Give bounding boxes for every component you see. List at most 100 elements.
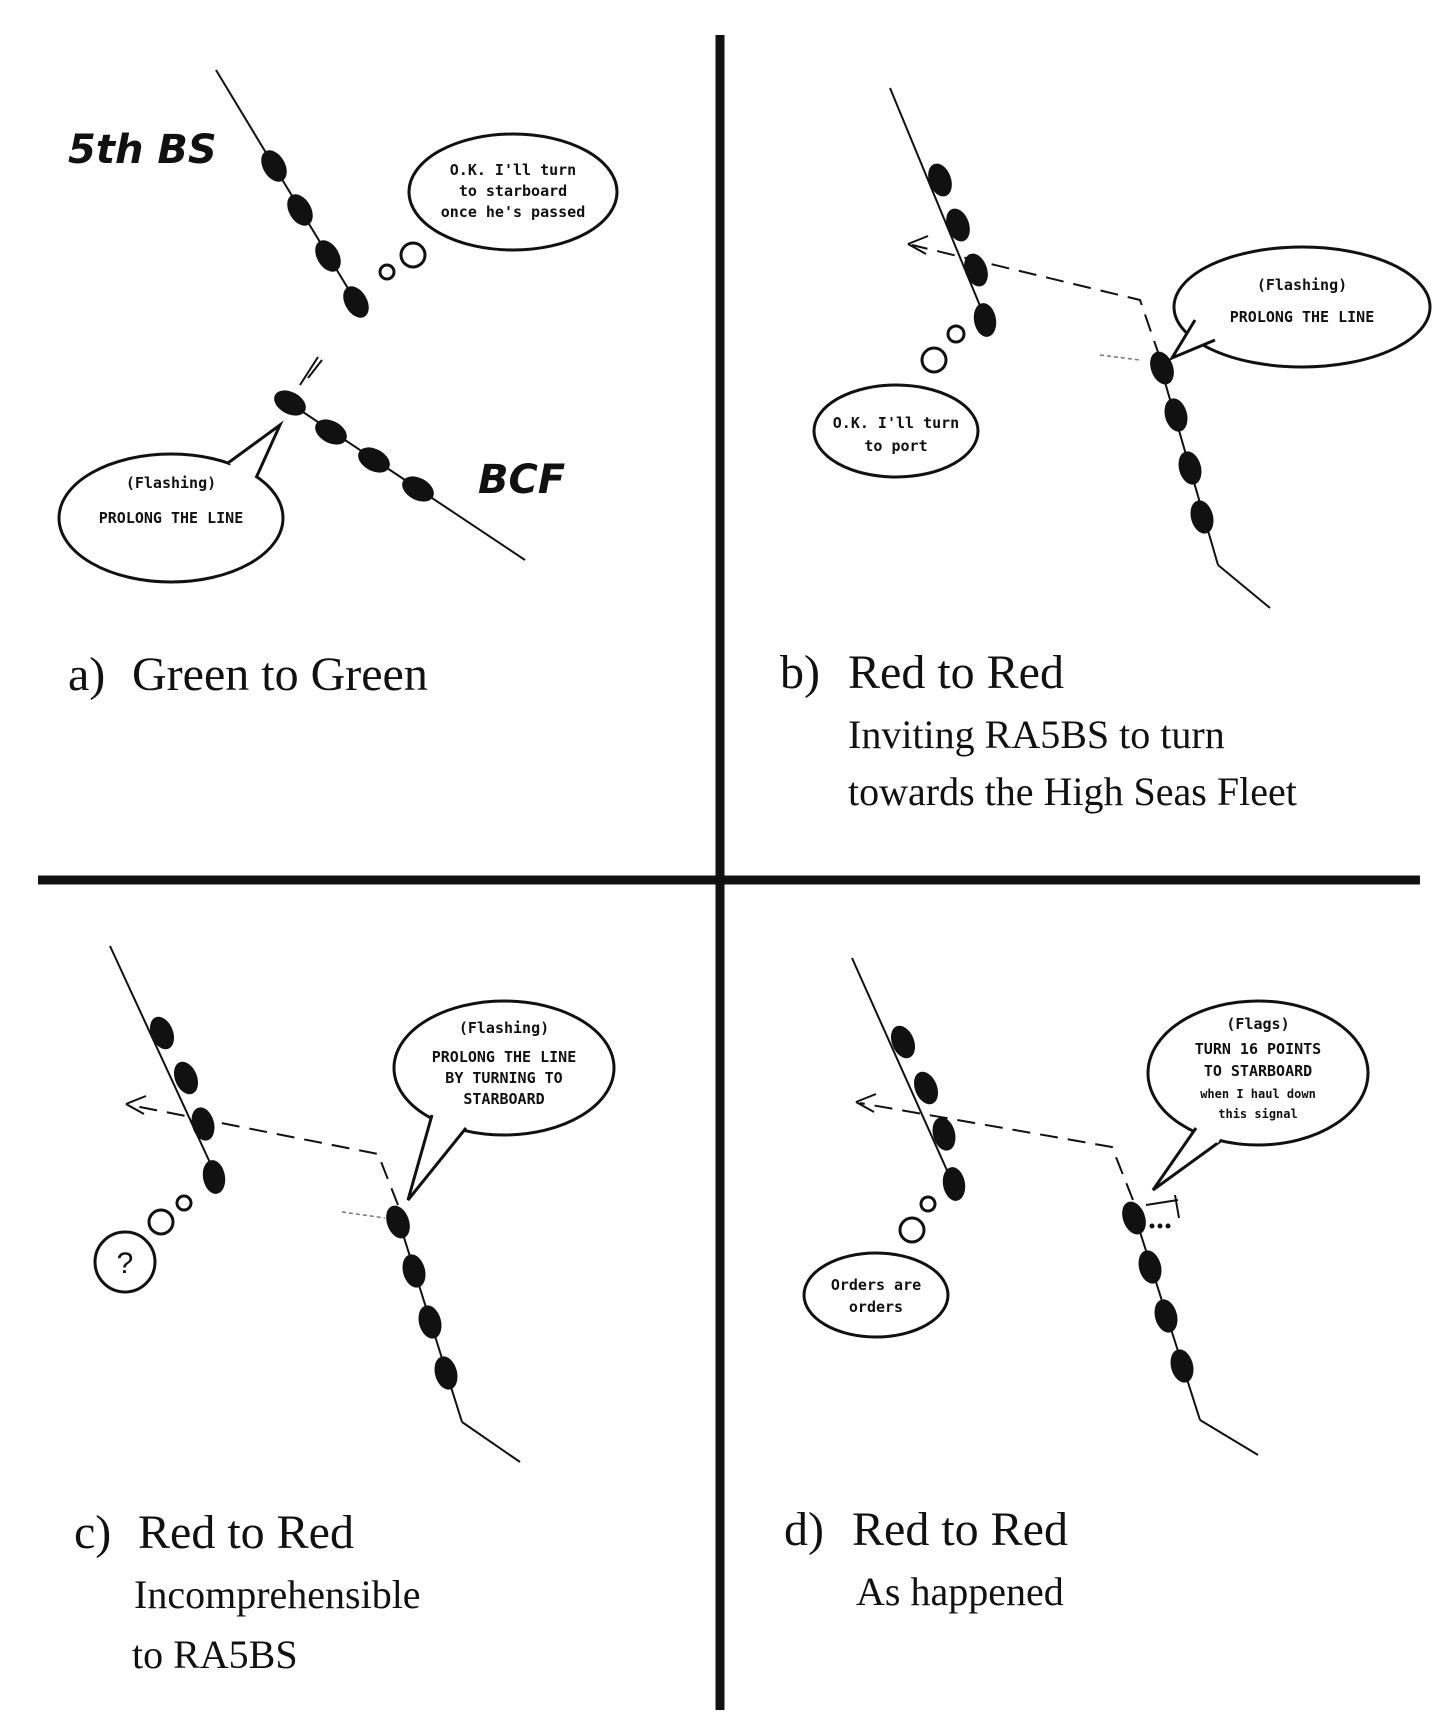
thought-line: orders xyxy=(849,1298,903,1316)
caption-sub: towards the High Seas Fleet xyxy=(848,769,1297,814)
signal-line: TURN 16 POINTS xyxy=(1195,1040,1321,1058)
caption-title: Red to Red xyxy=(848,646,1064,699)
caption-title: Red to Red xyxy=(852,1503,1068,1556)
thought-line: once he's passed xyxy=(441,203,586,221)
signal-line: TO STARBOARD xyxy=(1204,1062,1312,1080)
signal-line: PROLONG THE LINE xyxy=(1230,308,1375,326)
ship-icon xyxy=(928,163,952,197)
panel-c: (Flashing) PROLONG THE LINE BY TURNING T… xyxy=(74,945,616,1677)
ship-icon xyxy=(964,253,988,287)
thought-dot xyxy=(920,346,948,374)
thought-dot xyxy=(399,241,427,269)
squadron-label-bcf: BCF xyxy=(478,457,565,503)
thought-line: to starboard xyxy=(459,182,567,200)
thought-bubble xyxy=(93,1230,157,1294)
thought-line: Orders are xyxy=(831,1276,921,1294)
ship-icon xyxy=(173,1061,199,1095)
arrow-head xyxy=(125,1095,147,1115)
ship-icon xyxy=(913,1071,939,1105)
signal-line: (Flashing) xyxy=(1257,276,1347,294)
speech-bubble xyxy=(1172,245,1432,369)
caption-letter: c) xyxy=(74,1506,111,1559)
caption-title: Green to Green xyxy=(132,648,428,701)
thought-line: O.K. I'll turn xyxy=(833,414,959,432)
thought-dot xyxy=(378,263,396,281)
speech-bubble xyxy=(1146,999,1370,1147)
squadron-label-5thbs: 5th BS xyxy=(68,127,217,173)
ship-icon xyxy=(1190,500,1214,534)
thought-bubble xyxy=(407,132,619,252)
ship-icon xyxy=(149,1016,175,1050)
speech-tail xyxy=(406,1114,468,1201)
thought-dot xyxy=(147,1208,175,1236)
ship-icon xyxy=(973,303,997,337)
signal-line: (Flashing) xyxy=(459,1019,549,1037)
dashed-track xyxy=(859,1102,1134,1201)
thought-bubble xyxy=(812,383,980,479)
ship-icon xyxy=(315,240,341,272)
ship-icon xyxy=(1122,1201,1146,1235)
ship-icon xyxy=(191,1107,215,1141)
signal-line: PROLONG THE LINE xyxy=(432,1048,577,1066)
caption-sub: As happened xyxy=(856,1569,1064,1614)
caption-sub: Inviting RA5BS to turn xyxy=(848,712,1225,757)
ship-icon xyxy=(287,194,313,226)
thought-dot xyxy=(898,1216,926,1244)
ship-icon xyxy=(386,1205,410,1239)
dashed-track xyxy=(129,1104,399,1206)
speech-tail xyxy=(227,420,284,479)
flag-hoist-icon xyxy=(1145,1194,1180,1229)
signal-line: STARBOARD xyxy=(463,1090,544,1108)
signal-line: BY TURNING TO xyxy=(445,1069,562,1087)
ship-icon xyxy=(1150,351,1174,385)
panel-d: (Flags) TURN 16 POINTS TO STARBOARD when… xyxy=(784,957,1370,1614)
signal-line: when I haul down xyxy=(1200,1087,1316,1101)
ship-icon xyxy=(1164,398,1188,432)
ship-icon xyxy=(1170,1349,1194,1383)
ship-icon xyxy=(434,1356,458,1390)
ship-icon xyxy=(202,1160,226,1194)
ship-icon xyxy=(1178,451,1202,485)
ship-icon xyxy=(1154,1299,1178,1333)
thought-line: to port xyxy=(864,437,927,455)
caption-sub: Incomprehensible xyxy=(134,1572,421,1617)
thought-dot xyxy=(946,324,966,344)
caption-letter: d) xyxy=(784,1503,824,1556)
ship-icon xyxy=(358,447,390,473)
panel-b: (Flashing) PROLONG THE LINE O.K. I'll tu… xyxy=(780,87,1432,814)
fleet-line-5thbs xyxy=(889,87,991,331)
ship-icon xyxy=(315,419,347,445)
ship-icon xyxy=(343,286,369,318)
ship-icon xyxy=(418,1305,442,1339)
thought-bubble xyxy=(802,1251,950,1339)
ship-icon xyxy=(402,476,434,502)
signal-line: (Flashing) xyxy=(126,474,216,492)
flag-mark xyxy=(299,356,319,386)
ship-icon xyxy=(932,1117,956,1151)
caption-letter: a) xyxy=(68,648,105,701)
ship-icon xyxy=(274,390,306,416)
ship-icon xyxy=(946,208,970,242)
speech-bubble xyxy=(392,999,616,1137)
ship-icon xyxy=(261,150,287,182)
ship-icon xyxy=(890,1025,916,1059)
flag-mark xyxy=(307,359,323,379)
ship-icon xyxy=(402,1254,426,1288)
arrow-head xyxy=(907,235,929,255)
ship-icon xyxy=(942,1167,966,1201)
arrow-head xyxy=(855,1093,877,1113)
signal-line: PROLONG THE LINE xyxy=(99,509,244,527)
speech-bubble xyxy=(57,452,285,584)
speech-tail xyxy=(1151,1127,1223,1192)
caption-sub: to RA5BS xyxy=(132,1632,298,1677)
caption-letter: b) xyxy=(780,646,820,699)
signal-line: (Flags) xyxy=(1226,1015,1289,1033)
thought-line: O.K. I'll turn xyxy=(450,161,576,179)
fleet-line-5thbs xyxy=(851,957,959,1196)
ship-icon xyxy=(1138,1250,1162,1284)
signal-line: this signal xyxy=(1218,1107,1297,1121)
fleet-line-5thbs xyxy=(109,945,219,1181)
dashed-track xyxy=(911,244,1161,359)
caption-title: Red to Red xyxy=(138,1506,354,1559)
